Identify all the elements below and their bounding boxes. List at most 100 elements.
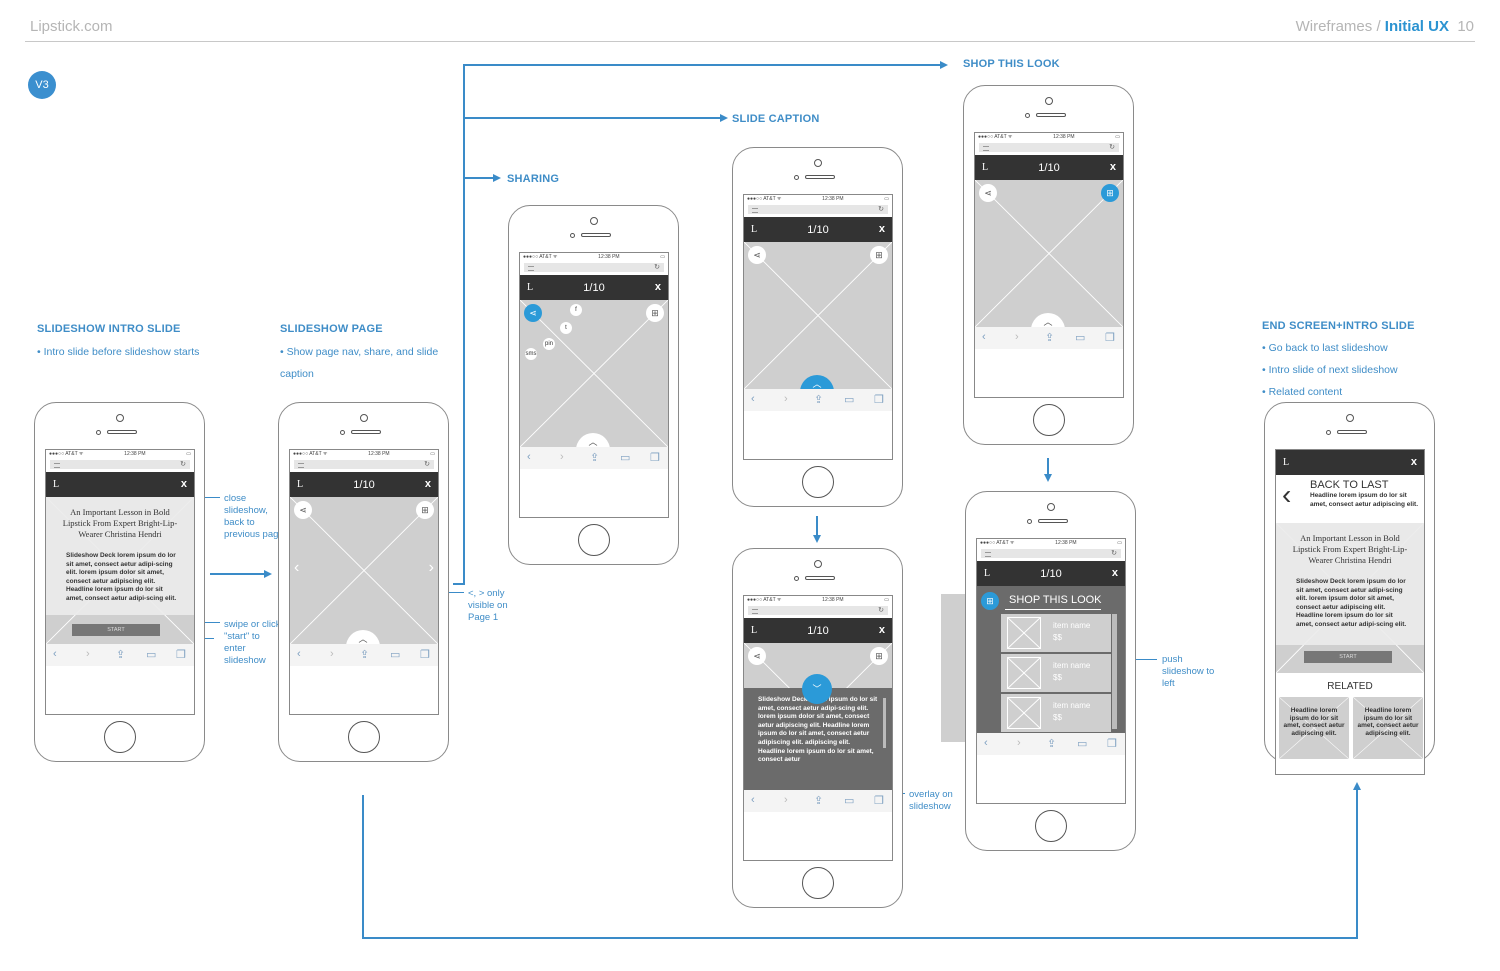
home-button[interactable]: [802, 867, 834, 899]
shop-item[interactable]: item name $$: [1001, 654, 1111, 692]
arrow-caption: [720, 114, 728, 122]
slide-image[interactable]: ⋖ ⊞ ︿: [744, 242, 892, 389]
facebook-icon[interactable]: f: [570, 304, 582, 316]
browser-toolbar: ‹›⇪▭❐: [46, 644, 194, 666]
doc-title: Wireframes / Initial UX 10: [1295, 18, 1474, 35]
sensor: [1025, 113, 1030, 118]
related-item[interactable]: Headline lorem ipsum do lor sit amet, co…: [1353, 697, 1423, 759]
sensor: [1027, 519, 1032, 524]
speaker: [1038, 519, 1068, 523]
arrow-shop: [940, 61, 948, 69]
camera: [116, 414, 124, 422]
slideshow-bar: L 1/10 x: [744, 618, 892, 643]
pinterest-icon[interactable]: pin: [543, 338, 555, 350]
home-button[interactable]: [802, 466, 834, 498]
url-bar[interactable]: ↻: [748, 205, 888, 214]
twitter-icon[interactable]: t: [560, 322, 572, 334]
speaker: [805, 175, 835, 179]
home-button[interactable]: [1035, 810, 1067, 842]
share-icon[interactable]: ⋖: [748, 246, 766, 264]
connector-bottom-left: [362, 795, 364, 939]
close-button[interactable]: x: [1410, 456, 1417, 468]
prev-arrow-icon[interactable]: ‹: [294, 559, 300, 576]
sms-icon[interactable]: sms: [525, 348, 537, 360]
shop-item[interactable]: item name $$: [1001, 694, 1111, 732]
url-bar[interactable]: ↻: [981, 549, 1121, 558]
close-button[interactable]: x: [878, 624, 885, 636]
close-button[interactable]: x: [1111, 567, 1118, 579]
camera: [360, 414, 368, 422]
slideshow-bar: L 1/10 x: [975, 155, 1123, 180]
logo: L: [53, 479, 60, 490]
back-text: Headline lorem ipsum do lor sit amet, co…: [1310, 492, 1419, 508]
home-button[interactable]: [104, 721, 136, 753]
next-arrow-icon[interactable]: ›: [428, 559, 434, 576]
header-rule: [25, 41, 1475, 42]
close-button[interactable]: x: [654, 281, 661, 293]
cart-icon[interactable]: ⊞: [416, 501, 434, 519]
chevron-up-icon[interactable]: ︿: [346, 630, 380, 644]
slide-image[interactable]: ⋖ ⊞ Slideshow Deck lorem ipsum do lor si…: [744, 643, 892, 790]
intro-headline: An Important Lesson in Bold Lipstick Fro…: [1292, 533, 1408, 565]
share-icon[interactable]: ⋖: [979, 184, 997, 202]
url-bar[interactable]: ↻: [524, 263, 664, 272]
connector-bottom: [362, 937, 1358, 939]
browser-toolbar: ‹›⇪▭❐: [975, 327, 1123, 349]
intro-slide[interactable]: An Important Lesson in Bold Lipstick Fro…: [46, 497, 194, 644]
close-button[interactable]: x: [180, 478, 187, 490]
cart-icon[interactable]: ⊞: [646, 304, 664, 322]
share-icon-active[interactable]: ⋖: [524, 304, 542, 322]
logo: L: [984, 568, 991, 579]
cart-icon[interactable]: ⊞: [870, 647, 888, 665]
scrollbar[interactable]: [1112, 614, 1117, 729]
home-button[interactable]: [1033, 404, 1065, 436]
intro-deck: Slideshow Deck lorem ipsum do lor sit am…: [66, 552, 177, 602]
slide-image[interactable]: ⋖ ⊞ ︿: [975, 180, 1123, 327]
chevron-up-icon[interactable]: ︿: [800, 375, 834, 389]
cart-icon-active[interactable]: ⊞: [1101, 184, 1119, 202]
start-button[interactable]: START: [72, 624, 160, 636]
next-intro-slide[interactable]: An Important Lesson in Bold Lipstick Fro…: [1276, 523, 1424, 673]
cart-icon[interactable]: ⊞: [870, 246, 888, 264]
cart-icon-active[interactable]: ⊞: [981, 592, 999, 610]
intro-headline: An Important Lesson in Bold Lipstick Fro…: [62, 507, 178, 539]
url-bar[interactable]: ↻: [294, 460, 434, 469]
back-arrow-icon[interactable]: ‹: [1282, 479, 1292, 510]
connector-shop-down: [1047, 458, 1049, 474]
related-item[interactable]: Headline lorem ipsum do lor sit amet, co…: [1279, 697, 1349, 759]
caption-overlay[interactable]: Slideshow Deck lorem ipsum do lor sit am…: [744, 688, 892, 790]
share-icon[interactable]: ⋖: [294, 501, 312, 519]
chevron-down-icon[interactable]: ﹀: [802, 674, 832, 704]
url-bar[interactable]: ↻: [979, 143, 1119, 152]
arrow-intro-page: [264, 570, 272, 578]
close-button[interactable]: x: [878, 223, 885, 235]
home-button[interactable]: [348, 721, 380, 753]
home-button[interactable]: [578, 524, 610, 556]
speaker: [1036, 113, 1066, 117]
close-button[interactable]: x: [424, 478, 431, 490]
chevron-up-icon[interactable]: ︿: [576, 433, 610, 447]
page-counter: 1/10: [1040, 568, 1062, 580]
url-bar[interactable]: ↻: [50, 460, 190, 469]
chevron-up-icon[interactable]: ︿: [1031, 313, 1065, 327]
note-close: close slideshow, back to previous page: [224, 493, 284, 540]
url-bar[interactable]: ↻: [748, 606, 888, 615]
share-icon[interactable]: ⋖: [748, 647, 766, 665]
slide-image[interactable]: ⋖ ⊞ f t pin sms ︿: [520, 300, 668, 447]
scrollbar[interactable]: [883, 698, 886, 748]
slide-image[interactable]: ⋖ ⊞ ‹ › ︿: [290, 497, 438, 644]
note-overlay: overlay on slideshow: [909, 789, 953, 812]
shop-item[interactable]: item name $$: [1001, 614, 1111, 652]
start-button[interactable]: START: [1304, 651, 1392, 663]
related-text: Headline lorem ipsum do lor sit amet, co…: [1283, 707, 1345, 737]
back-to-last[interactable]: ‹ BACK TO LAST Headline lorem ipsum do l…: [1276, 475, 1424, 523]
close-button[interactable]: x: [1109, 161, 1116, 173]
